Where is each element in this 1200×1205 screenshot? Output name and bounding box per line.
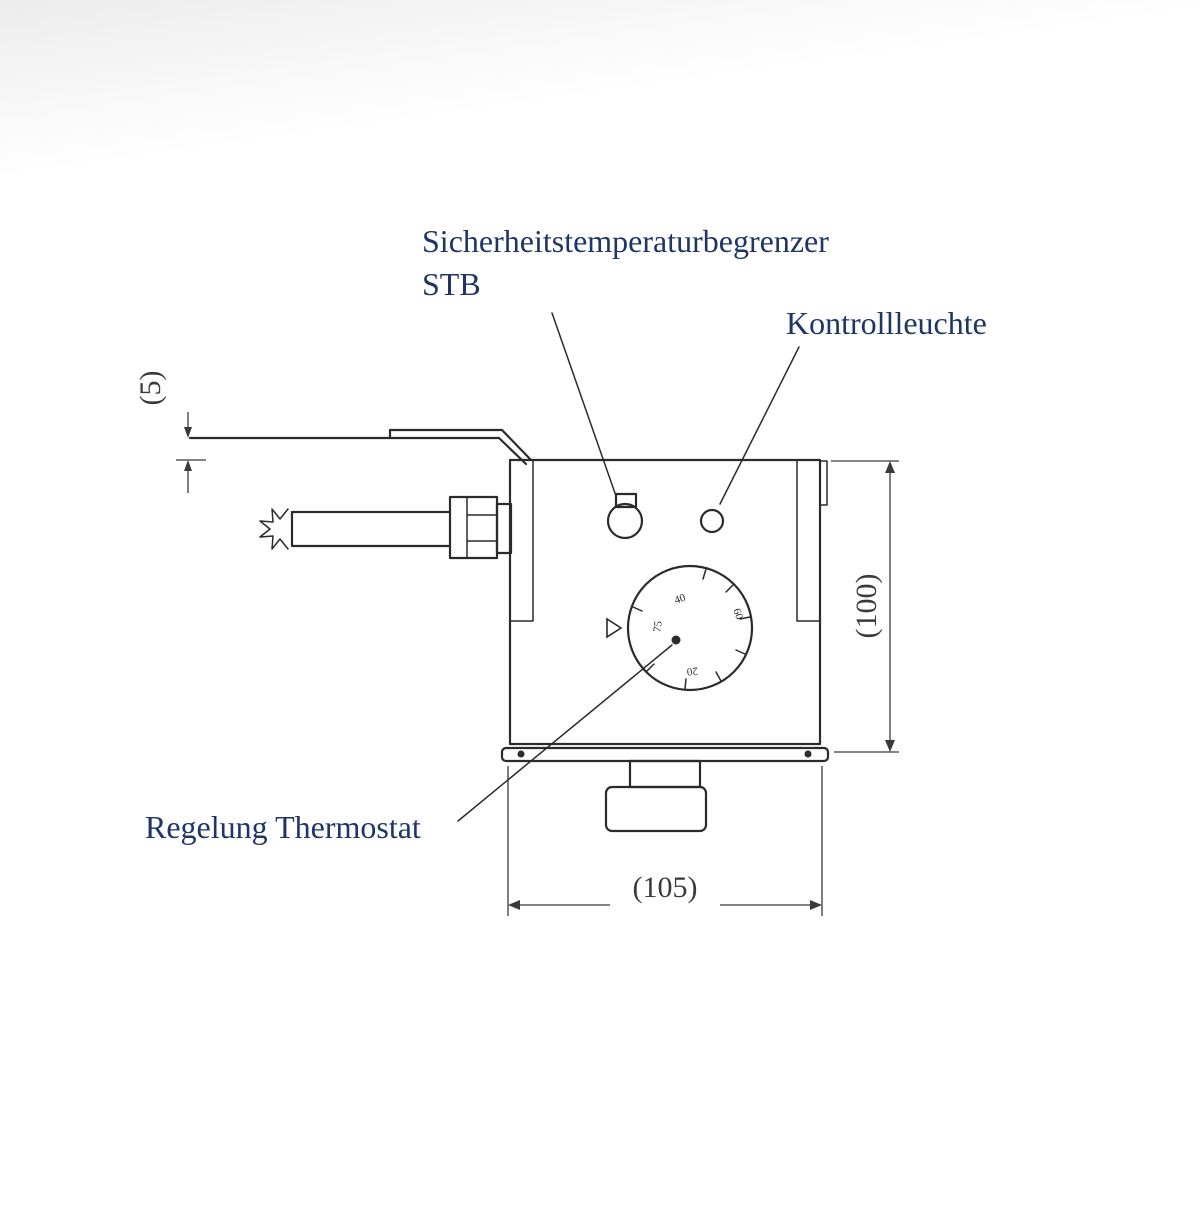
housing-left-panel-edge xyxy=(510,460,534,622)
flange-top-line xyxy=(188,428,533,462)
gland-nut-facets xyxy=(466,496,498,559)
base-plate xyxy=(500,746,830,763)
leader-lines xyxy=(457,312,800,822)
dim5-value: (5) xyxy=(134,371,167,406)
control-lamp xyxy=(699,508,725,534)
regelung-leader-line xyxy=(457,644,673,822)
dim105-arrowhead-right xyxy=(810,900,822,910)
dim5-arrowhead-bottom xyxy=(184,460,192,471)
housing-outline xyxy=(508,458,822,746)
housing-right-tab xyxy=(819,460,828,506)
annotation-labels: Sicherheitstemperaturbegrenzer STB Kontr… xyxy=(145,223,987,845)
dial-label-75: 75 xyxy=(651,620,664,633)
kontrollleuchte-leader-line xyxy=(719,346,800,505)
dim105-value: (105) xyxy=(633,871,698,904)
stb-label-line1: Sicherheitstemperaturbegrenzer xyxy=(422,223,829,259)
stb-screw-tab xyxy=(614,492,638,509)
dial-label-40: 40 xyxy=(673,591,688,606)
dial-label-20: 20 xyxy=(686,665,699,678)
dial-tick xyxy=(702,568,707,580)
kontrollleuchte-label: Kontrollleuchte xyxy=(786,305,987,341)
dim5-arrowhead-top xyxy=(184,427,192,438)
housing-right-panel-edge xyxy=(796,460,820,622)
stb-leader-line xyxy=(551,312,617,497)
base-screw-left xyxy=(517,750,525,758)
thermostat-housing xyxy=(508,458,828,746)
dim105-arrowhead-left xyxy=(508,900,520,910)
flange-bottom-line xyxy=(388,436,528,466)
sensor-probe xyxy=(259,495,513,560)
dial-tick xyxy=(684,678,687,690)
regelung-label: Regelung Thermostat xyxy=(145,809,421,845)
dial-tick xyxy=(715,671,722,682)
stb-label-line2: STB xyxy=(422,266,481,302)
stb-screw xyxy=(606,502,644,540)
connector-neck xyxy=(628,759,702,789)
dial-label-60: 60 xyxy=(730,607,745,622)
dial-ticks xyxy=(632,568,751,690)
base-screw-right xyxy=(804,750,812,758)
base-assembly xyxy=(500,746,830,833)
probe-tube xyxy=(290,510,452,548)
dimension-flange-offset: (5) xyxy=(134,371,206,493)
dim100-value: (100) xyxy=(850,574,883,639)
dial-tick xyxy=(646,663,655,672)
dial-face xyxy=(626,564,754,692)
dial-tick xyxy=(632,606,643,612)
dial-tick xyxy=(735,649,746,655)
dial-pointer-icon xyxy=(606,617,623,639)
stb-limiter xyxy=(606,492,644,540)
dial-tick xyxy=(739,616,751,620)
dial-center-dot xyxy=(671,635,681,645)
connector-body xyxy=(604,785,708,833)
probe-spring-end xyxy=(259,508,289,550)
thermostat-dial: 40 60 20 75 xyxy=(606,564,754,692)
dial-tick xyxy=(725,584,734,593)
dimension-body-width: (105) xyxy=(507,766,823,916)
dimension-body-height: (100) xyxy=(831,460,899,753)
dim100-arrowhead-bottom xyxy=(885,740,895,752)
dim100-arrowhead-top xyxy=(885,461,895,473)
gland-nut xyxy=(448,495,499,560)
mounting-flange xyxy=(188,428,533,466)
